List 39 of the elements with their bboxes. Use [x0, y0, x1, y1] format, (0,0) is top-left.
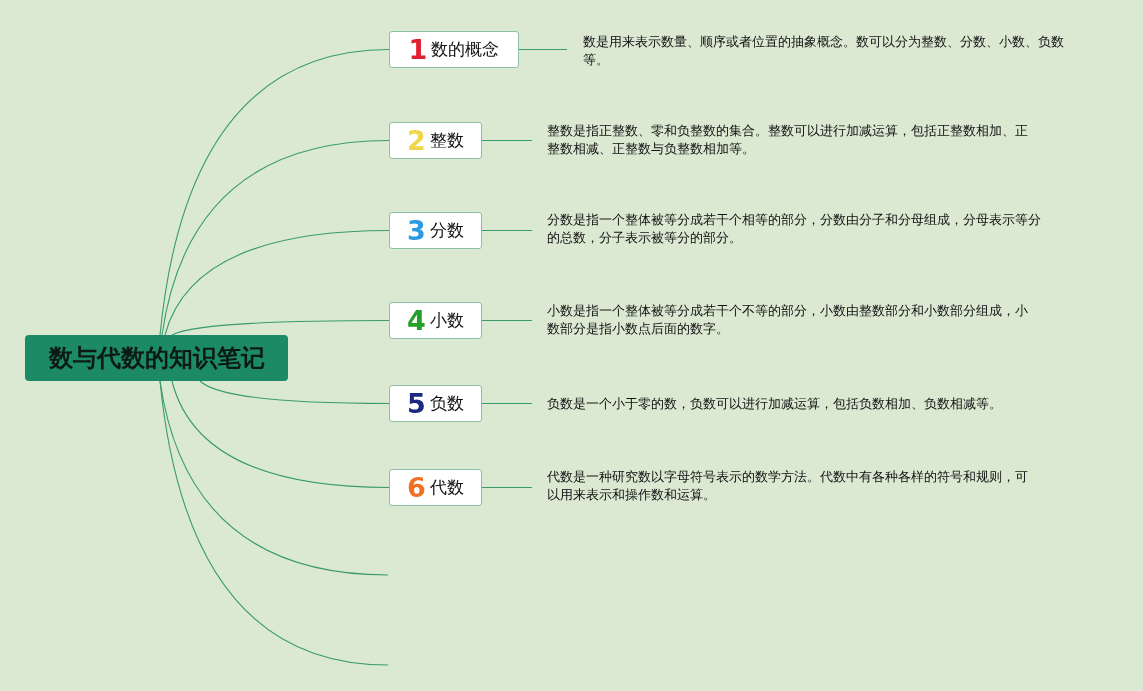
topic-label: 整数	[429, 129, 464, 152]
topic-label: 代数	[429, 476, 464, 499]
step-number: 4	[407, 307, 426, 334]
topic-box	[389, 212, 482, 249]
description-text: 整数是指正整数、零和负整数的集合。整数可以进行加减运算，包括正整数相加、正整数相减、正整数与负整数相加等。	[547, 122, 1029, 158]
topic-label: 小数	[429, 309, 464, 332]
branch-curve	[159, 380, 389, 666]
description-text: 负数是一个小于零的数，负数可以进行加减运算，包括负数相加、负数相减等。	[547, 395, 1003, 413]
connector-line	[481, 402, 533, 405]
root-topic-box	[25, 335, 288, 381]
root-topic-title: 数与代数的知识笔记	[48, 343, 265, 374]
description-text: 分数是指一个整体被等分成若干个相等的部分，分数由分子和分母组成，分母表示等分的总数，分子表示被等分的部分。	[547, 211, 1042, 247]
branch-curve	[159, 48, 390, 336]
description-text: 数是用来表示数量、顺序或者位置的抽象概念。数可以分为整数、分数、小数、负数等。	[583, 33, 1065, 69]
topic-box	[389, 122, 482, 159]
branch-curve	[161, 139, 390, 336]
step-number: 3	[407, 217, 426, 244]
topic-label: 负数	[429, 392, 464, 415]
connector-line	[481, 486, 533, 489]
step-number: 5	[407, 390, 426, 417]
branch-curve	[171, 319, 390, 336]
step-number: 2	[407, 127, 426, 154]
topic-label: 数的概念	[431, 38, 500, 61]
description-text: 小数是指一个整体被等分成若干个不等的部分，小数由整数部分和小数部分组成，小数部分是指小数点后面的数字。	[547, 302, 1029, 338]
topic-box	[389, 302, 482, 339]
branch-curve	[199, 380, 390, 405]
branch-curve	[164, 229, 390, 336]
branch-curve	[171, 380, 390, 489]
connector-line	[481, 319, 533, 322]
description-text: 代数是一种研究数以字母符号表示的数学方法。代数中有各种各样的符号和规则，可以用来表示和操作数和运算。	[547, 468, 1029, 504]
step-number: 6	[407, 474, 426, 501]
connector-line	[481, 229, 533, 232]
topic-box	[389, 469, 482, 506]
connector-line	[481, 139, 533, 142]
topic-label: 分数	[429, 219, 464, 242]
step-number: 1	[408, 36, 428, 63]
topic-box	[389, 385, 482, 422]
topic-box	[389, 31, 519, 68]
connector-line	[518, 48, 568, 51]
